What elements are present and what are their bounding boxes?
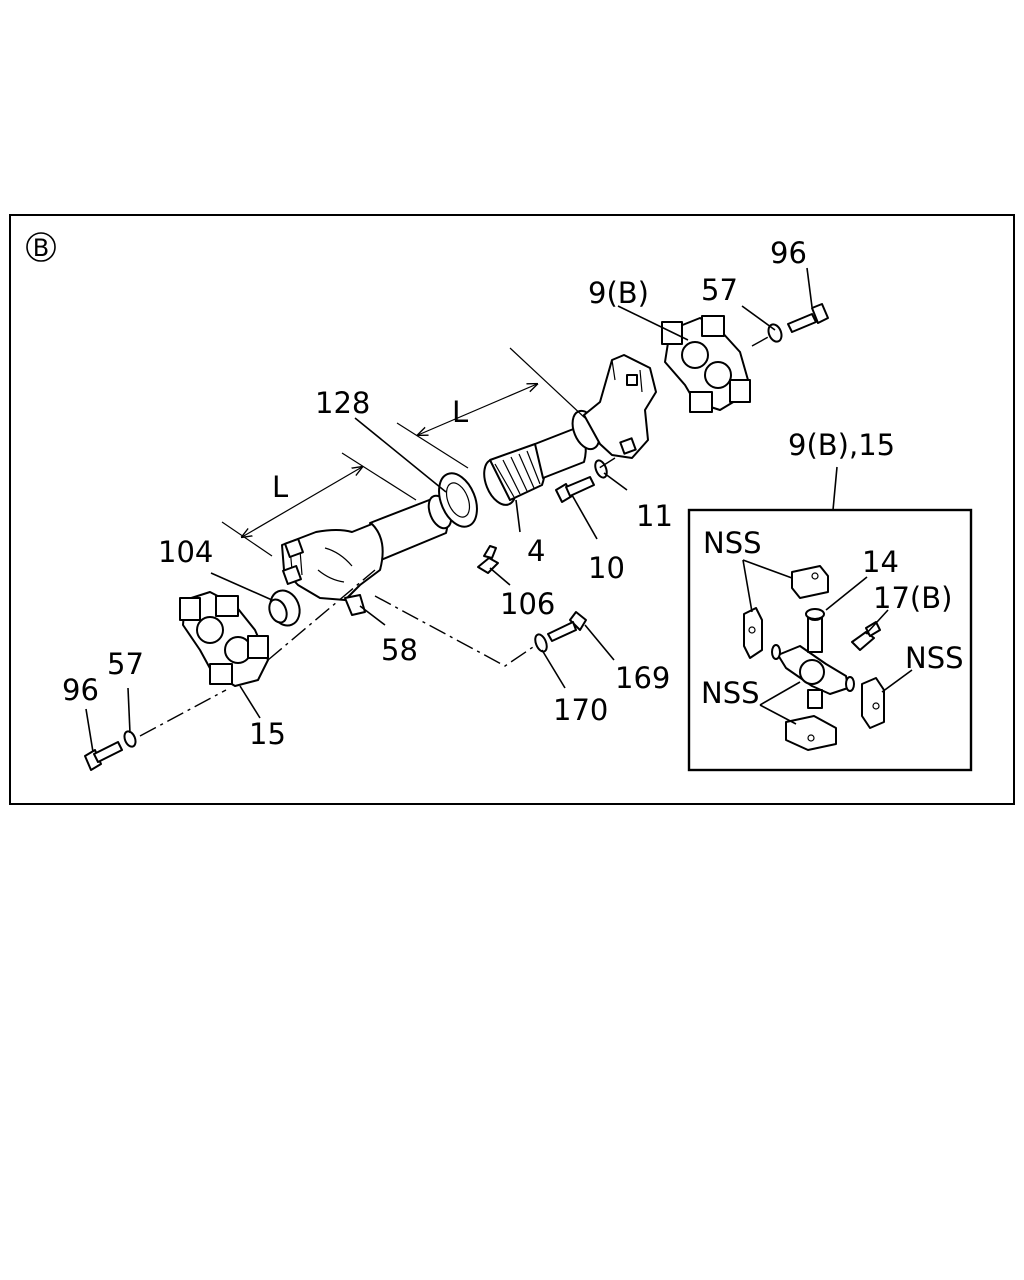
grease-fitting-17b bbox=[851, 631, 875, 651]
washer-11 bbox=[594, 459, 608, 479]
leader-lines bbox=[85, 267, 813, 753]
label-15: 15 bbox=[249, 717, 286, 751]
label-57-top: 57 bbox=[701, 273, 738, 307]
slip-yoke bbox=[281, 523, 384, 616]
inset-detail: 9(B),15 NSS 14 bbox=[687, 428, 973, 772]
svg-text:L: L bbox=[272, 470, 288, 504]
weld-yoke bbox=[583, 354, 657, 459]
bearing-cap-top bbox=[791, 565, 829, 599]
label-57-bottom: 57 bbox=[107, 647, 144, 681]
label-169: 169 bbox=[615, 661, 670, 695]
label-106: 106 bbox=[500, 587, 555, 621]
label-96-top: 96 bbox=[770, 236, 807, 270]
universal-joint-upper bbox=[661, 315, 751, 413]
bolt-10 bbox=[555, 476, 595, 503]
cross-spider bbox=[771, 611, 855, 709]
dimension-l-lower: L bbox=[221, 452, 417, 557]
label-104: 104 bbox=[158, 535, 213, 569]
label-10: 10 bbox=[588, 551, 625, 585]
label-11: 11 bbox=[636, 499, 673, 533]
label-14: 14 bbox=[862, 545, 899, 579]
washer-14 bbox=[805, 608, 825, 620]
center-line-upper bbox=[595, 335, 771, 471]
washer-57-upper bbox=[767, 323, 783, 343]
section-marker: B bbox=[26, 232, 56, 262]
label-nss-upper: NSS bbox=[703, 526, 762, 560]
label-58: 58 bbox=[381, 633, 418, 667]
label-170: 170 bbox=[553, 693, 608, 727]
label-128: 128 bbox=[315, 386, 370, 420]
diagram-frame bbox=[9, 214, 1015, 805]
svg-text:B: B bbox=[33, 234, 49, 262]
label-17b: 17(B) bbox=[873, 581, 952, 615]
washer-170 bbox=[534, 633, 548, 653]
svg-text:L: L bbox=[452, 395, 468, 429]
dust-cap-104 bbox=[268, 589, 301, 627]
bearing-cap-right bbox=[861, 677, 885, 729]
washer-57-lower bbox=[123, 730, 137, 748]
bolt-96-upper bbox=[787, 303, 829, 333]
bolt-96-lower bbox=[84, 741, 123, 771]
center-line-170 bbox=[374, 595, 537, 667]
splined-stub-shaft bbox=[483, 409, 601, 506]
inset-title: 9(B),15 bbox=[788, 428, 895, 462]
center-line-lower bbox=[139, 569, 376, 737]
bearing-cap-bottom bbox=[785, 715, 837, 751]
label-nss-lower: NSS bbox=[701, 676, 760, 710]
dimension-l-upper: L bbox=[396, 347, 586, 469]
bolt-169 bbox=[547, 611, 587, 642]
seal-ring-128 bbox=[438, 472, 478, 528]
label-9b: 9(B) bbox=[588, 276, 649, 310]
universal-joint-lower bbox=[179, 591, 269, 687]
label-nss-right: NSS bbox=[905, 641, 964, 675]
label-96-bottom: 96 bbox=[62, 673, 99, 707]
grease-fitting-106 bbox=[477, 545, 499, 574]
label-4: 4 bbox=[527, 534, 545, 568]
